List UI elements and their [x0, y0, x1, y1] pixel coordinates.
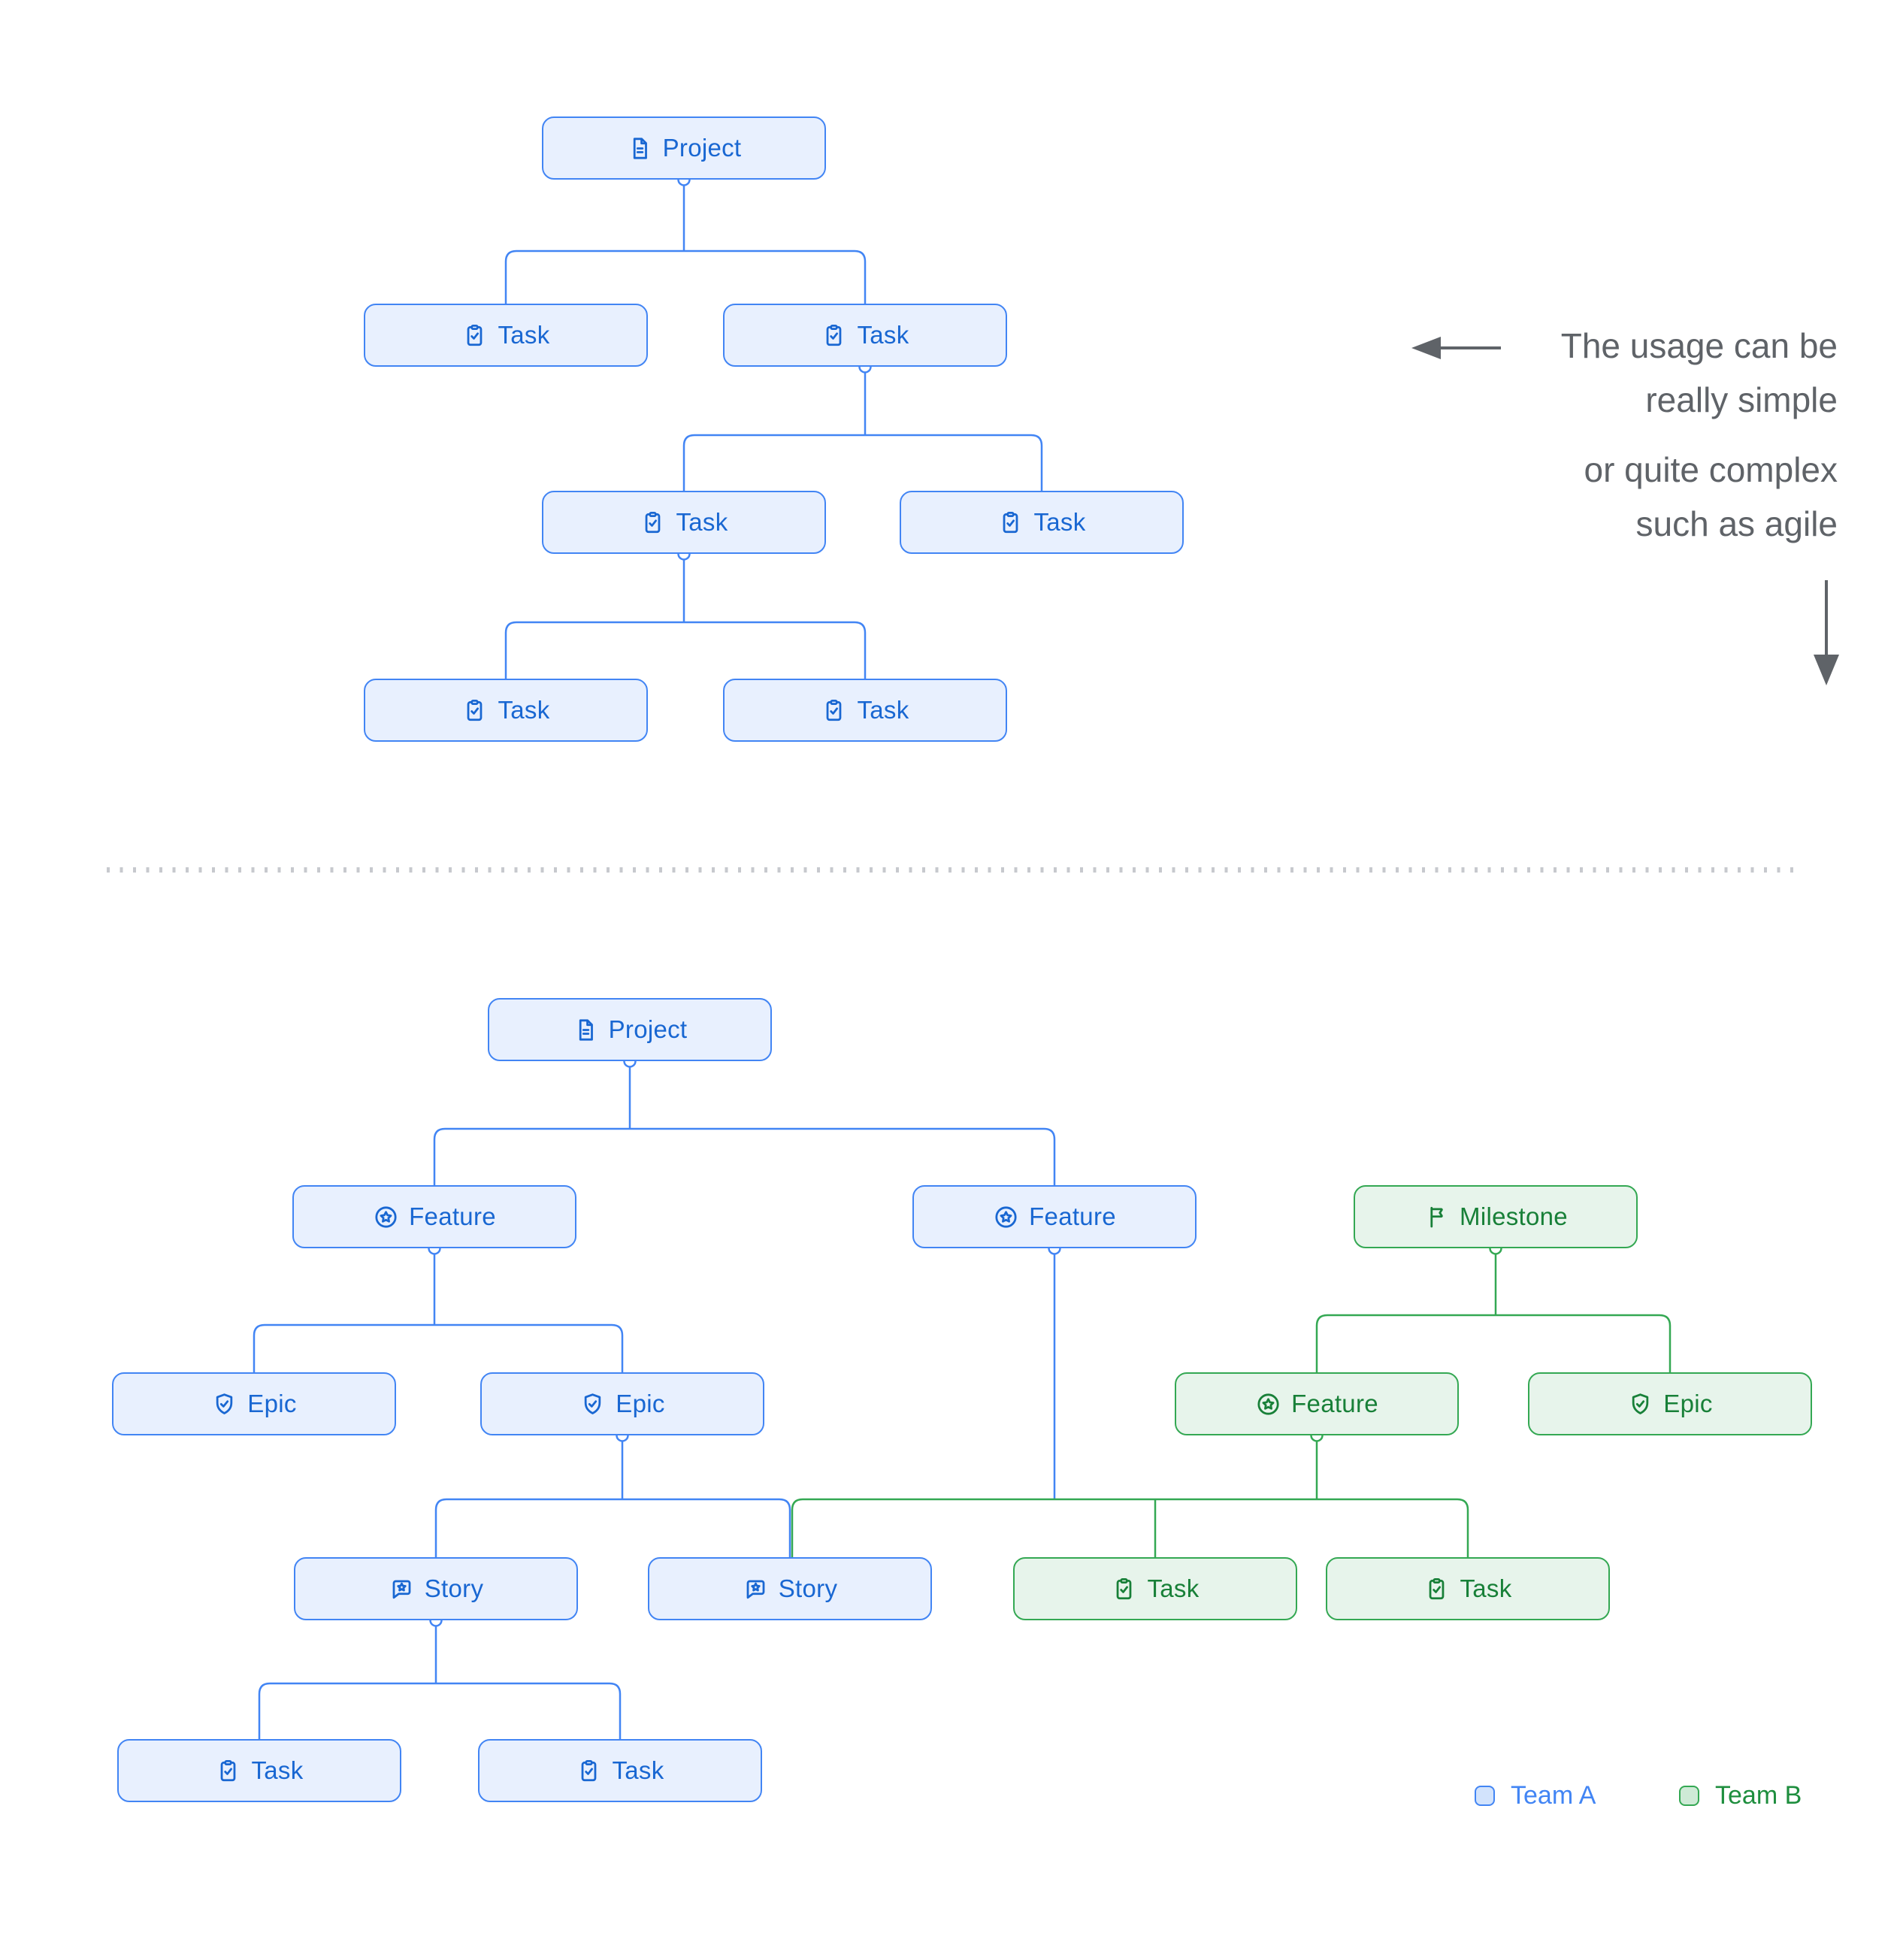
node-label: Feature [1291, 1390, 1378, 1417]
task-icon [221, 1759, 236, 1781]
node-task-2: Task [723, 304, 1007, 367]
dotted-divider [107, 867, 1798, 873]
node-label: Task [857, 321, 909, 349]
project-icon [633, 137, 647, 159]
node-label: Story [778, 1574, 838, 1602]
epic-icon [585, 1393, 601, 1414]
legend-label: Team A [1511, 1780, 1596, 1810]
team-a-swatch [1475, 1785, 1495, 1806]
node-label: Task [1460, 1574, 1512, 1602]
legend-label: Team B [1715, 1780, 1802, 1810]
node-project-complex: Project [488, 998, 772, 1061]
task-icon [1430, 1577, 1445, 1599]
node-feature-1: Feature [292, 1185, 576, 1248]
milestone-icon [1430, 1206, 1443, 1227]
legend-item-team-a: Team A [1475, 1780, 1596, 1810]
node-epic-2: Epic [480, 1372, 764, 1435]
story-icon [392, 1580, 411, 1599]
team-b-swatch [1679, 1785, 1699, 1806]
node-label: Task [251, 1756, 304, 1784]
node-label: Epic [1663, 1390, 1713, 1417]
node-task-6: Task [723, 679, 1007, 742]
node-story-1: Story [294, 1557, 578, 1620]
node-task-8: Task [478, 1739, 762, 1802]
node-task-1: Task [364, 304, 648, 367]
annotation-line: The usage can be [1560, 326, 1838, 365]
node-label: Task [1033, 508, 1086, 536]
node-label: Task [676, 508, 728, 536]
node-label: Project [608, 1015, 688, 1043]
feature-icon [995, 1205, 1017, 1228]
node-label: Epic [616, 1390, 665, 1417]
node-label: Project [662, 134, 742, 162]
annotation-line: really simple [1645, 380, 1838, 419]
node-story-2: Story [648, 1557, 932, 1620]
node-label: Feature [409, 1202, 496, 1230]
node-feature-2: Feature [912, 1185, 1197, 1248]
node-label: Milestone [1460, 1202, 1568, 1230]
node-epic-team-b: Epic [1528, 1372, 1812, 1435]
task-icon [827, 699, 842, 721]
node-label: Task [857, 696, 909, 724]
node-task-4: Task [900, 491, 1184, 554]
feature-icon [375, 1205, 397, 1228]
arrow-down-icon [1814, 580, 1839, 685]
task-icon [467, 324, 483, 346]
node-label: Feature [1029, 1202, 1116, 1230]
story-icon [746, 1580, 765, 1599]
epic-icon [216, 1393, 233, 1414]
node-project-simple: Project [542, 116, 826, 180]
task-icon [1003, 511, 1018, 533]
team-a-connectors [253, 180, 1056, 1739]
node-label: Task [612, 1756, 664, 1784]
node-label: Story [424, 1574, 484, 1602]
arrow-left-icon [1411, 337, 1501, 359]
task-icon [467, 699, 483, 721]
node-label: Task [498, 696, 550, 724]
node-feature-team-b: Feature [1175, 1372, 1459, 1435]
annotation-simple: The usage can be really simple [1561, 319, 1838, 427]
task-icon [646, 511, 661, 533]
node-task-5: Task [364, 679, 648, 742]
node-label: Task [498, 321, 550, 349]
annotation-line: or quite complex [1584, 450, 1838, 489]
node-label: Epic [247, 1390, 297, 1417]
node-task-team-b-1: Task [1013, 1557, 1297, 1620]
feature-icon [1257, 1393, 1279, 1415]
node-task-team-b-2: Task [1326, 1557, 1610, 1620]
task-icon [582, 1759, 597, 1781]
node-task-7: Task [117, 1739, 401, 1802]
epic-icon [1632, 1393, 1649, 1414]
task-icon [1117, 1577, 1132, 1599]
node-label: Task [1147, 1574, 1200, 1602]
annotation-line: such as agile [1635, 504, 1838, 543]
node-epic-1: Epic [112, 1372, 396, 1435]
node-milestone: Milestone [1354, 1185, 1638, 1248]
project-icon [579, 1018, 593, 1041]
legend-item-team-b: Team B [1679, 1780, 1802, 1810]
annotation-complex: or quite complex such as agile [1584, 443, 1838, 551]
task-icon [827, 324, 842, 346]
node-task-3: Task [542, 491, 826, 554]
